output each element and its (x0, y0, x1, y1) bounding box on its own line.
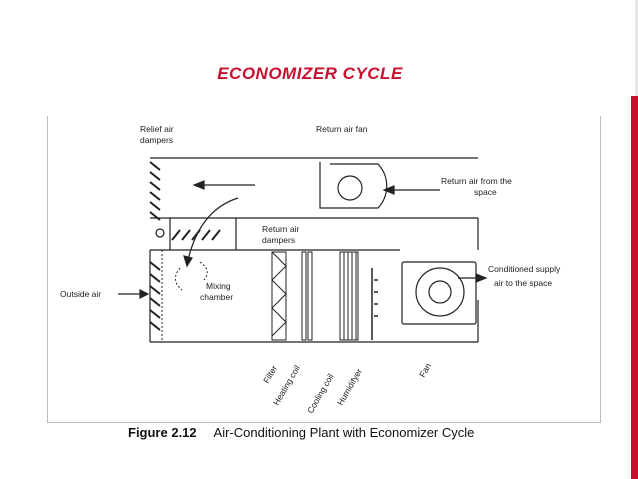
outside-air-dampers (149, 261, 161, 331)
return-air-fan (319, 162, 388, 209)
slide-edge (635, 0, 638, 96)
label-humidifyer: Humidifyer (335, 367, 364, 407)
heating-coil (301, 251, 313, 341)
label-mixing-1: Mixing (206, 281, 231, 291)
humidifyer (371, 268, 378, 340)
label-return-dampers-2: dampers (262, 235, 295, 245)
slide-title: ECONOMIZER CYCLE (217, 64, 403, 83)
supply-fan (401, 261, 477, 325)
label-filter: Filter (261, 363, 279, 385)
label-cooling-coil: Cooling coil (305, 372, 336, 415)
label-relief-1: Relief air (140, 124, 174, 134)
figure-caption-text: Air-Conditioning Plant with Economizer C… (213, 425, 475, 440)
airflow-arrows (118, 180, 488, 299)
cooling-coil (339, 251, 359, 341)
figure-caption: Figure 2.12 Air-Conditioning Plant with … (128, 425, 474, 440)
label-return-space-1: Return air from the (441, 176, 512, 186)
relief-dampers (149, 161, 161, 221)
label-mixing-2: chamber (200, 292, 233, 302)
damper-linkage (155, 228, 165, 238)
label-return-space-2: space (474, 187, 497, 197)
accent-bar (631, 96, 638, 479)
label-supply-2: air to the space (494, 278, 552, 288)
mixing-swirl (175, 261, 208, 291)
label-supply-1: Conditioned supply (488, 264, 561, 274)
label-relief-2: dampers (140, 135, 173, 145)
figure-frame (47, 116, 601, 423)
label-return-dampers-1: Return air (262, 224, 299, 234)
return-air-dampers (171, 229, 221, 241)
label-return-fan: Return air fan (316, 124, 368, 134)
filter (271, 251, 287, 341)
label-fan: Fan (417, 361, 433, 379)
label-outside-air: Outside air (60, 289, 101, 299)
figure-number: Figure 2.12 (128, 425, 197, 440)
